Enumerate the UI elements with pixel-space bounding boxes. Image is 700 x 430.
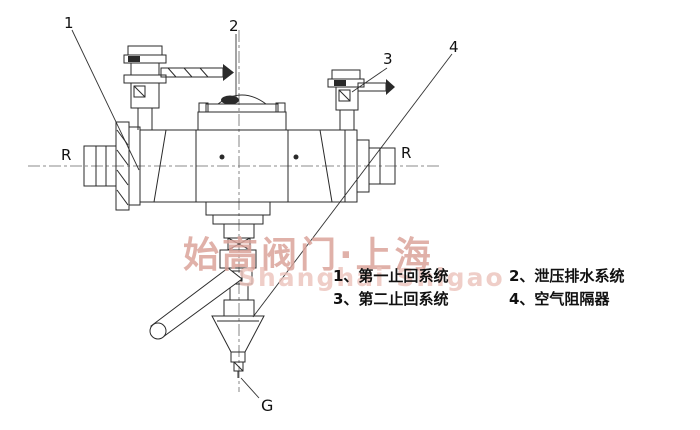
legend: 1、第一止回系统 2、泄压排水系统 3、第二止回系统 4、空气阻隔器 [333, 266, 624, 309]
callout-4: 4 [449, 38, 459, 56]
drain-valve-handle [149, 267, 243, 340]
top-left-actuator [123, 45, 234, 130]
left-flange [115, 121, 141, 211]
watermark-chinese: 始高阀门·上海 [183, 235, 434, 276]
legend-item-2: 2、泄压排水系统 [509, 267, 625, 285]
port-label-right: R [401, 144, 411, 162]
centerlines [28, 30, 442, 392]
port-label-left: R [61, 146, 71, 164]
bonnet-cap [197, 94, 287, 131]
top-right-actuator [327, 69, 395, 130]
port-label-bottom: G [261, 396, 273, 415]
air-gap-funnel [211, 315, 265, 399]
callout-1: 1 [64, 14, 74, 32]
legend-item-4: 4、空气阻隔器 [509, 290, 610, 308]
left-port [83, 145, 117, 187]
legend-item-3: 3、第二止回系统 [333, 290, 449, 308]
callout-3: 3 [383, 50, 393, 68]
callout-2: 2 [229, 17, 239, 35]
watermark-english: Shanghai Shigao [238, 263, 505, 292]
legend-item-1: 1、第一止回系统 [333, 267, 449, 285]
right-port [368, 147, 396, 185]
